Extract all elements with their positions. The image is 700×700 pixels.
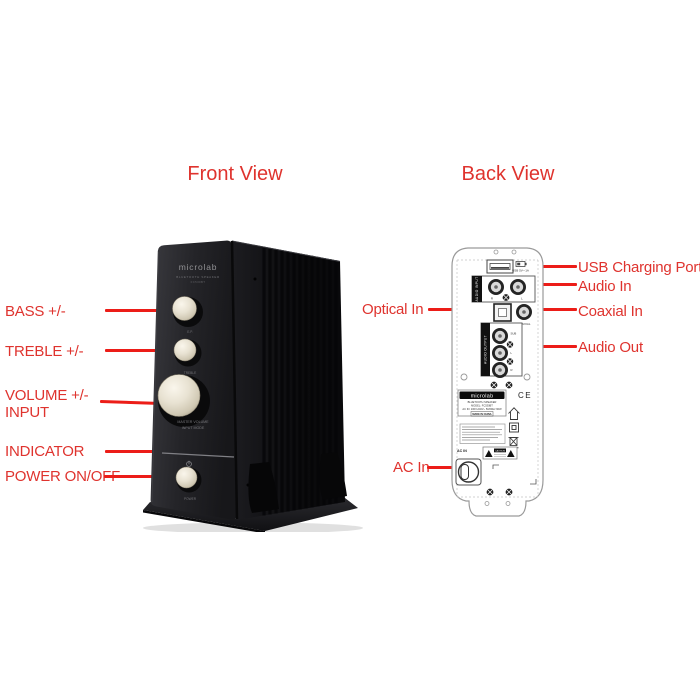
callout-indicator: INDICATOR: [5, 443, 85, 460]
volume-knob-label-2: INPUT MODE: [182, 426, 205, 430]
ac-power-inlet: [455, 458, 482, 486]
corner-mark-top-left: [492, 464, 499, 469]
bass-leader-line: [105, 309, 170, 312]
ac-leader-line: [427, 466, 459, 469]
coaxial-port: COAXIAL: [516, 304, 532, 326]
output-jack-sub-label: SUB: [511, 332, 517, 336]
callout-volume-line2: INPUT: [5, 404, 50, 421]
audio-input-block: AUDIO INPUT R L: [471, 275, 536, 303]
bass-knob-label: E.P.: [187, 330, 193, 334]
treble-leader-line: [105, 349, 173, 352]
callout-optical-in: Optical In: [362, 301, 424, 318]
indoor-use-icon: [508, 407, 520, 420]
bass-knob: E.P.: [172, 296, 203, 334]
front-device-photo: microlab BLUETOOTH SPEAKER FC530BT E.P. …: [143, 240, 363, 532]
corner-mark-bottom-right: [530, 479, 537, 485]
output-jack-l: [492, 345, 508, 361]
caution-label: CAUTION: [482, 446, 518, 460]
top-hole-left: [493, 249, 499, 255]
ce-mark: CE: [518, 391, 532, 400]
treble-knob: TREBLE: [173, 338, 202, 375]
made-in-text: MADE IN CHINA: [472, 413, 491, 416]
panel-brand-text: microlab: [471, 394, 494, 400]
audio-output-label: AUDIO OUTPUT: [484, 335, 488, 364]
device-model-text: FC530BT: [191, 280, 206, 284]
power-button: POWER: [175, 460, 202, 501]
screw-bottom-right: [505, 488, 513, 496]
usb-port-label: USB 5V⎓1A: [512, 269, 529, 273]
front-left-highlight: [151, 251, 159, 503]
warning-triangle-left: [485, 450, 493, 457]
treble-knob-label: TREBLE: [184, 371, 196, 375]
audio-out-leader-line: [528, 345, 577, 348]
screw-below-left: [490, 381, 498, 389]
usb-port: USB 5V⎓1A: [486, 259, 529, 274]
back-view-title: Back View: [461, 163, 555, 185]
output-jack-sub: [492, 328, 508, 344]
audio-output-block: AUDIO OUTPUT SUB L R: [480, 322, 523, 378]
side-hole-left: [460, 373, 468, 381]
spec-line-1: BLUETOOTH SPEAKER: [468, 400, 497, 404]
indicator-leader-line: [105, 450, 160, 453]
back-panel-drawing: USB 5V⎓1A AUDIO INPUT R L OPTICAL COA: [451, 247, 544, 517]
screw-output-1: [506, 341, 514, 348]
device-brand-text: microlab: [179, 262, 218, 272]
front-view-title: Front View: [187, 163, 283, 185]
callout-bass: BASS +/-: [5, 303, 66, 320]
callout-audio-in: Audio In: [578, 278, 632, 295]
stand-foot-rear: [319, 452, 347, 500]
usb-leader-line: [529, 265, 577, 268]
screw-mid: [502, 294, 510, 301]
input-jack-l-label: L: [521, 297, 523, 301]
bottom-hole-left: [484, 501, 490, 506]
screw-output-2: [506, 358, 514, 365]
callout-ac-in: AC In: [393, 459, 430, 476]
warning-triangle-right: [507, 450, 515, 457]
callout-audio-out: Audio Out: [578, 339, 643, 356]
screw-below-right: [505, 381, 513, 389]
output-jack-l-label: L: [511, 351, 513, 355]
front-corner-edge: [230, 240, 239, 520]
callout-treble: TREBLE +/-: [5, 343, 84, 360]
power-leader-line: [104, 475, 174, 478]
base-front-edge: [143, 510, 265, 532]
output-jack-r-label: R: [511, 368, 513, 372]
spec-label: microlab BLUETOOTH SPEAKER MODEL: FC530B…: [457, 389, 507, 417]
input-jack-r-label: R: [491, 297, 494, 301]
output-jack-r: [492, 362, 508, 378]
indicator-line: [161, 452, 235, 458]
audio-input-label: AUDIO INPUT: [475, 277, 479, 302]
caution-text: CAUTION: [495, 450, 505, 453]
ac-inlet-label: AC IN: [457, 449, 467, 453]
callout-usb-charging-port: USB Charging Port: [578, 259, 700, 276]
spec-line-3: AC IN: 100V-240V~ 50/60Hz 60W: [462, 407, 502, 411]
callout-volume-line1: VOLUME +/-: [5, 387, 89, 404]
manufacturer-fine-print: [459, 423, 506, 444]
top-hole-right: [511, 249, 517, 255]
side-top-edge: [231, 240, 341, 262]
screw-bottom-left: [486, 488, 494, 496]
coaxial-port-label: COAXIAL: [517, 322, 530, 326]
spec-line-2: MODEL: FC530BT: [471, 403, 493, 407]
side-hole-right: [523, 373, 531, 381]
input-jack-l: [510, 279, 526, 295]
device-subtitle-text: BLUETOOTH SPEAKER: [176, 275, 220, 279]
callout-power: POWER ON/OFF: [5, 468, 121, 485]
class-ii-icon: [509, 422, 519, 433]
volume-knob: MASTER VOLUME INPUT MODE: [157, 374, 210, 430]
coaxial-leader-line: [534, 308, 577, 311]
input-jack-r: [488, 279, 504, 295]
side-ribs: [262, 246, 338, 516]
bottom-hole-right: [505, 501, 511, 506]
audio-in-leader-line: [538, 283, 577, 286]
callout-coaxial-in: Coaxial In: [578, 303, 643, 320]
power-button-label: POWER: [184, 497, 197, 501]
stand-foot-front: [248, 462, 279, 513]
side-screw-top: [253, 277, 257, 281]
volume-knob-label-1: MASTER VOLUME: [177, 420, 209, 424]
